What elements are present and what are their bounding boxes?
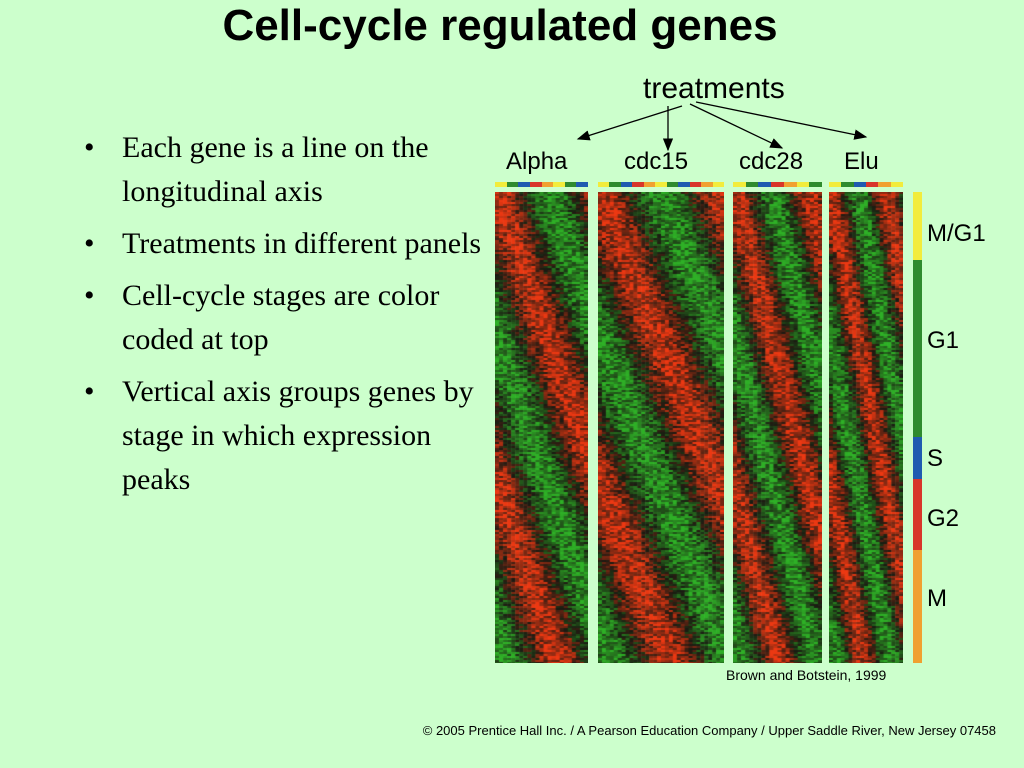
arrow-alpha — [576, 105, 683, 141]
bullet-icon: • — [84, 279, 95, 312]
bullet-icon: • — [84, 227, 95, 260]
bullet-item: • Cell-cycle stages are color coded at to… — [84, 274, 484, 362]
slide-title: Cell-cycle regulated genes — [222, 1, 778, 50]
stage-label-m-g1: M/G1 — [927, 220, 986, 247]
bullet-text: Cell-cycle stages are color coded at top — [122, 279, 440, 356]
copyright-text: © 2005 Prentice Hall Inc. / A Pearson Ed… — [422, 723, 996, 738]
figure-credit: Brown and Botstein, 1999 — [726, 667, 887, 683]
stage-color-strip — [598, 182, 724, 187]
stage-bar-m — [913, 550, 922, 663]
bullet-item: • Each gene is a line on the longitudinal… — [84, 126, 484, 214]
heatmap-panel-cdc28 — [733, 192, 822, 663]
arrow-cdc28 — [689, 103, 784, 149]
stage-label-s: S — [927, 445, 944, 472]
heatmap-panel-cdc15 — [598, 192, 724, 663]
stage-color-strip — [495, 182, 588, 187]
stage-label-g1: G1 — [927, 327, 960, 354]
stage-bar-g2 — [913, 479, 922, 550]
bullet-icon: • — [84, 131, 95, 164]
treatment-label-cdc15: cdc15 — [624, 148, 689, 175]
bullet-text: Each gene is a line on the longitudinal … — [122, 131, 429, 208]
heatmap-panel-elu — [829, 192, 903, 663]
stage-bar-g1 — [913, 260, 922, 437]
stage-bar-m-g1 — [913, 192, 922, 260]
bullet-list: • Each gene is a line on the longitudinal… — [84, 126, 484, 510]
treatments-label: treatments — [643, 72, 785, 105]
bullet-icon: • — [84, 375, 95, 408]
stage-color-strip — [829, 182, 903, 187]
treatment-label-cdc28: cdc28 — [739, 148, 804, 175]
stage-color-strip — [733, 182, 822, 187]
bullet-item: • Vertical axis groups genes by stage in … — [84, 370, 484, 502]
treatment-label-elu: Elu — [844, 148, 879, 175]
stage-label-m: M — [927, 585, 947, 612]
bullet-text: Vertical axis groups genes by stage in w… — [122, 375, 474, 496]
heatmap-panel-alpha — [495, 192, 588, 663]
bullet-text: Treatments in different panels — [122, 227, 482, 260]
bullet-item: • Treatments in different panels — [84, 222, 484, 266]
stage-label-g2: G2 — [927, 505, 960, 532]
treatment-label-alpha: Alpha — [506, 148, 568, 175]
arrow-elu — [695, 101, 868, 140]
stage-bar-s — [913, 437, 922, 479]
